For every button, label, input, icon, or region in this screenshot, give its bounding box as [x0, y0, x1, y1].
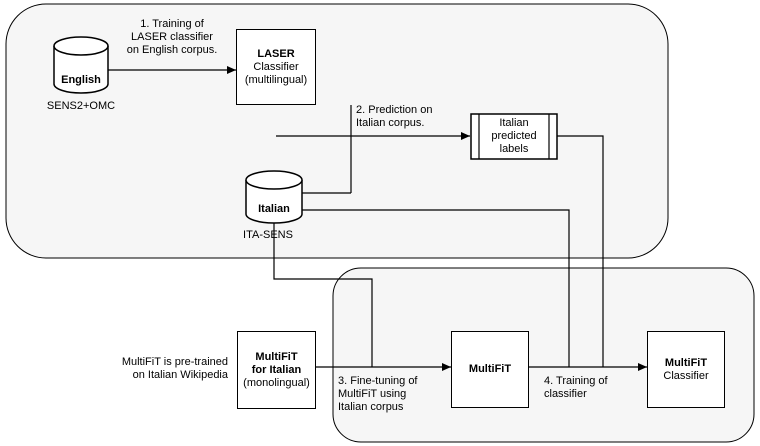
- step3-label: 3. Fine-tuning of MultiFiT using Italian…: [338, 375, 418, 413]
- laser-classifier-box: LASER Classifier (multilingual): [236, 29, 316, 105]
- step2-label: 2. Prediction on Italian corpus.: [356, 104, 433, 129]
- multifit-italian-line3: (monolingual): [243, 376, 310, 389]
- multifit-italian-box: MultiFiT for Italian (monolingual): [237, 331, 316, 409]
- english-db-caption: SENS2+OMC: [46, 100, 116, 112]
- connector-italian-to-finetune: [273, 223, 373, 367]
- english-db-label: English: [61, 74, 101, 86]
- multifit-box: MultiFiT: [451, 331, 529, 408]
- multifit-italian-title: MultiFiT for Italian: [251, 350, 302, 376]
- multifit-classifier-box: MultiFiT Classifier: [647, 331, 725, 408]
- predicted-labels-box-shape: [470, 113, 558, 160]
- laser-line2: Classifier: [253, 60, 299, 73]
- multifit-title: MultiFiT: [468, 363, 512, 375]
- predicted-labels-text: Italian predicted labels: [491, 117, 537, 155]
- english-database-icon: [53, 36, 109, 94]
- laser-title: LASER: [257, 47, 295, 60]
- italian-db-label: Italian: [258, 203, 290, 215]
- connector-predicted-to-classifier-step: [557, 135, 604, 367]
- multifit-classifier-line2: Classifier: [663, 369, 709, 382]
- step1-label: 1. Training of LASER classifier on Engli…: [126, 18, 218, 56]
- top-region: [5, 3, 669, 259]
- multifit-classifier-title: MultiFiT: [664, 356, 708, 369]
- pretrain-note: MultiFiT is pre-trained on Italian Wikip…: [121, 356, 228, 381]
- connector-italian-to-classifier-step: [302, 209, 570, 367]
- italian-db-caption: ITA-SENS: [243, 229, 293, 241]
- laser-line3: (multilingual): [244, 73, 308, 86]
- step4-label: 4. Training of classifier: [544, 375, 608, 400]
